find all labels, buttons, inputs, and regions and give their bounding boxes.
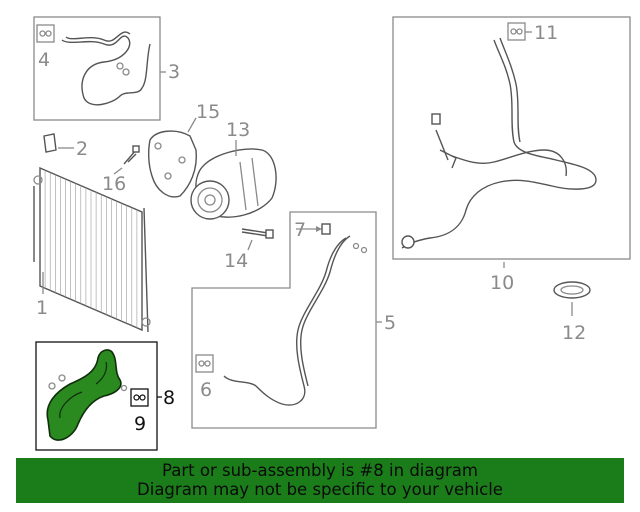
parts-diagram: 4 3 2 1 16 15 1 <box>33 16 631 451</box>
banner-line-2: Diagram may not be specific to your vehi… <box>137 480 503 499</box>
callout-1: 1 <box>36 297 48 319</box>
o-ring-icon <box>507 22 526 41</box>
part-2-clip: 2 <box>43 133 88 160</box>
group-3-box: 4 3 <box>33 16 180 121</box>
part-16-bolt: 16 <box>102 145 140 195</box>
group-5-box: 5 7 6 <box>191 211 396 429</box>
callout-16: 16 <box>102 173 126 195</box>
part-1-condenser: 1 <box>33 166 151 333</box>
callout-7: 7 <box>294 219 306 241</box>
part-13-compressor: 13 <box>190 119 277 220</box>
part-15-bracket: 15 <box>147 101 220 198</box>
o-ring-icon <box>36 24 55 43</box>
group-8-box: 8 9 <box>35 341 175 451</box>
part-12-gasket: 12 <box>553 281 591 344</box>
callout-15: 15 <box>196 101 220 123</box>
part-8-hose-highlight <box>46 349 122 441</box>
callout-12: 12 <box>562 322 586 344</box>
callout-5: 5 <box>384 312 396 334</box>
o-ring-icon <box>195 354 214 373</box>
callout-14: 14 <box>224 250 248 272</box>
callout-10: 10 <box>490 272 514 294</box>
callout-2: 2 <box>76 138 88 160</box>
banner-line-1: Part or sub-assembly is #8 in diagram <box>162 461 478 480</box>
group-10-box: 11 10 <box>392 16 631 294</box>
callout-13: 13 <box>226 119 250 141</box>
callout-3: 3 <box>168 61 180 83</box>
callout-8: 8 <box>163 387 175 409</box>
callout-4: 4 <box>38 49 50 71</box>
callout-11: 11 <box>534 22 558 44</box>
callout-9: 9 <box>134 413 146 435</box>
info-banner: Part or sub-assembly is #8 in diagram Di… <box>16 458 624 503</box>
part-14-bolt: 14 <box>224 228 274 272</box>
o-ring-icon <box>130 388 149 407</box>
callout-6: 6 <box>200 379 212 401</box>
